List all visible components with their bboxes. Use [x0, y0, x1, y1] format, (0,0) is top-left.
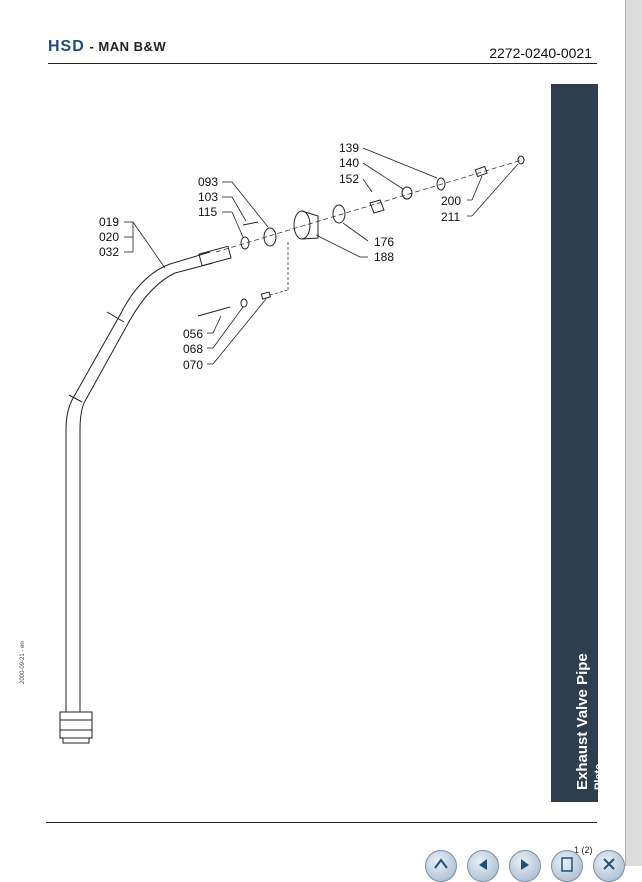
assembly-axis — [215, 159, 523, 253]
nav-home-button[interactable] — [425, 850, 457, 882]
part-115-ring — [240, 236, 250, 250]
part-211-ring — [517, 155, 525, 165]
home-icon — [434, 858, 448, 869]
part-139-ring — [436, 177, 446, 191]
page-icon — [561, 857, 573, 872]
side-title-panel — [551, 84, 598, 802]
next-icon — [521, 859, 529, 870]
callout-140: 140 — [339, 156, 359, 170]
pipe-outline-outer — [65, 251, 211, 712]
part-140-sleeve — [401, 186, 413, 200]
viewer-scroll-edge — [625, 0, 642, 866]
callout-020: 020 — [99, 230, 119, 244]
callout-093: 093 — [198, 175, 218, 189]
nav-previous-button[interactable] — [467, 850, 499, 882]
callout-211: 211 — [441, 210, 460, 224]
callout-115: 115 — [198, 205, 217, 219]
brand-man: - MAN B&W — [89, 39, 167, 54]
pipe-joint-1 — [106, 311, 125, 323]
part-068-washer — [240, 298, 248, 308]
callout-070: 070 — [183, 358, 203, 372]
page-indicator: 1 (2) — [574, 845, 593, 855]
callout-068: 068 — [183, 342, 203, 356]
callout-176: 176 — [374, 235, 394, 249]
previous-icon — [479, 859, 487, 870]
footer-divider — [46, 822, 597, 823]
nav-page-button[interactable] — [551, 850, 583, 882]
callout-152: 152 — [339, 172, 359, 186]
nav-close-button[interactable] — [593, 850, 625, 882]
callout-139: 139 — [339, 141, 359, 155]
brand-logo: HSD - MAN B&W — [48, 38, 166, 56]
part-056-bolt — [197, 306, 231, 317]
header-divider — [48, 63, 597, 64]
part-070-nut — [260, 291, 271, 300]
pipe-outline-inner — [79, 262, 214, 712]
part-200-nipple — [474, 165, 488, 178]
callout-056: 056 — [183, 327, 203, 341]
part-176-oring — [332, 204, 346, 224]
leader-lines — [124, 147, 519, 365]
document-number: 2272-0240-0021 — [489, 45, 592, 61]
part-152-nut — [369, 199, 385, 214]
callout-103: 103 — [198, 190, 218, 204]
callout-200: 200 — [441, 194, 461, 208]
bottom-flange — [59, 711, 93, 739]
nav-next-button[interactable] — [509, 850, 541, 882]
part-103-bolt — [242, 221, 259, 226]
pipe-end-connector — [198, 245, 232, 267]
callout-032: 032 — [99, 245, 119, 259]
part-093-washer — [263, 227, 277, 247]
callout-188: 188 — [374, 250, 394, 264]
pipe-joint-2 — [68, 394, 83, 403]
part-188-flange — [293, 210, 311, 240]
close-icon — [603, 858, 615, 870]
callout-019: 019 — [99, 215, 119, 229]
brand-hsd: HSD — [48, 38, 85, 55]
